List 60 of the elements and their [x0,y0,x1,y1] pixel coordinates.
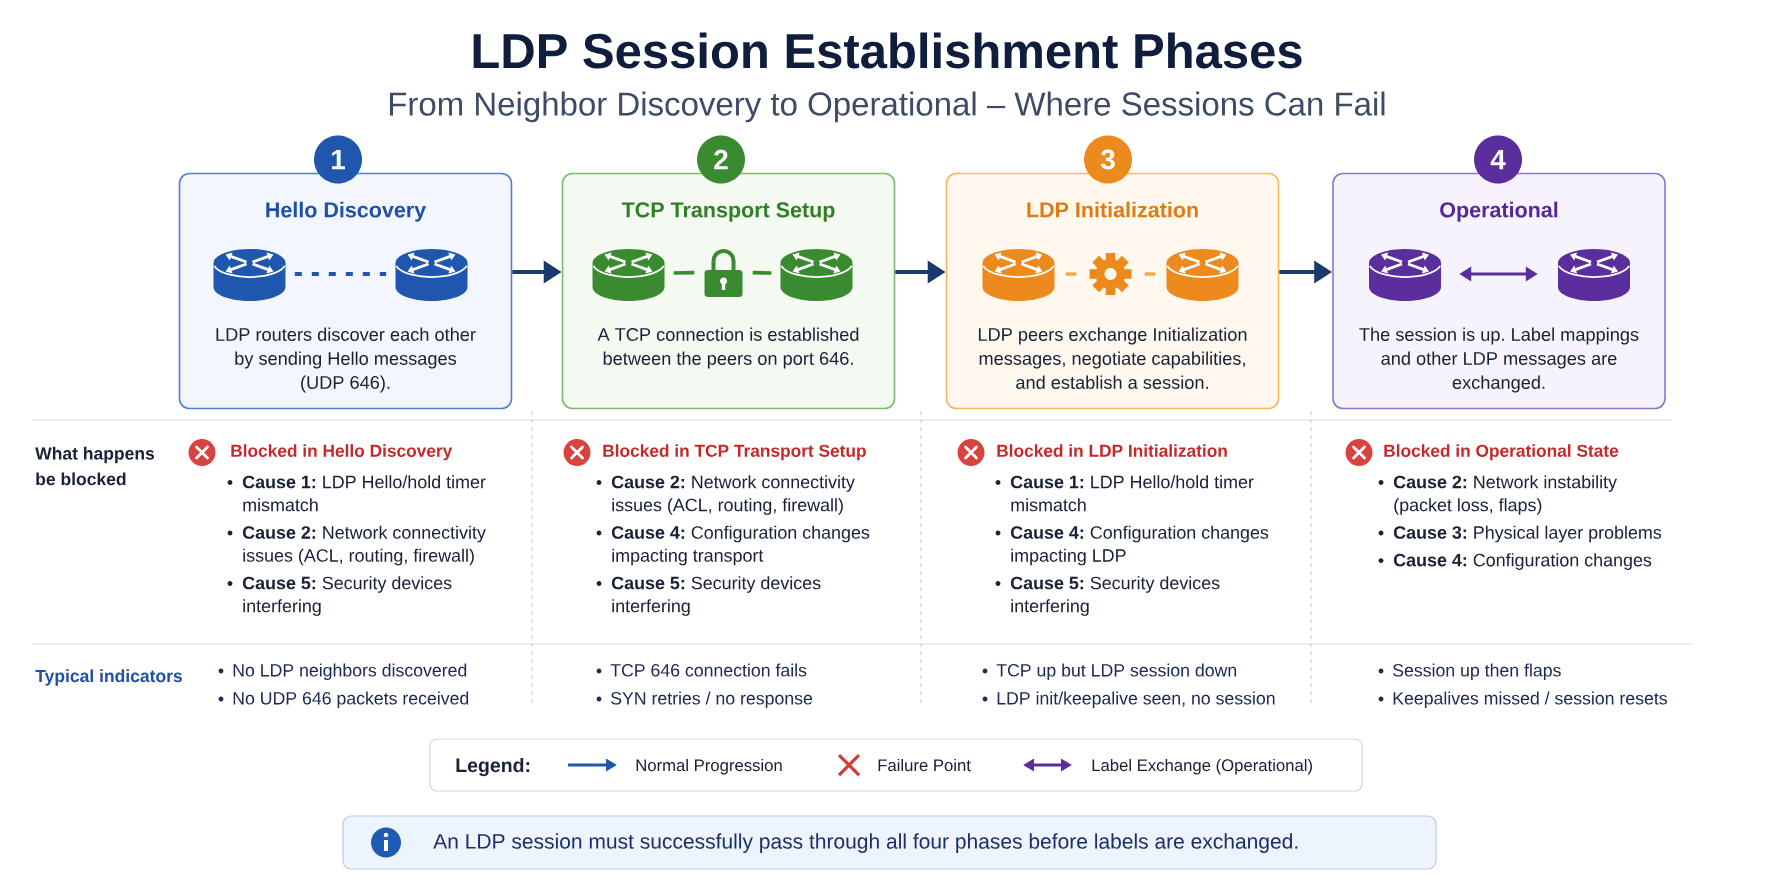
indicator-item: TCP up but LDP session down [996,663,1237,681]
dashed-line [294,272,387,276]
phase-title: Hello Discovery [266,201,426,222]
cause-item: Cause 1: LDP Hello/hold timer mismatch [242,475,486,512]
connector-line [1144,272,1156,276]
failure-heading: Blocked in TCP Transport Setup [603,444,866,461]
cause-item: Cause 1: LDP Hello/hold timer mismatch [1010,475,1254,512]
phase-description: A TCP connection is established between the peers on port 646. [597,327,859,369]
number-badge: 2 [697,135,745,184]
router-icon [982,249,1055,301]
cause-item: Cause 5: Security devices interfering [1010,576,1220,616]
router-icon [395,249,468,301]
subtitle: From Neighbor Discovery to Operational – Where Sessions Can Fail [389,91,1385,123]
legend-label: Label Exchange (Operational) [1092,758,1312,775]
legend-label: Failure Point [878,758,971,772]
phase-title: TCP Transport Setup [621,202,835,222]
phase-description: The session is up. Label mappings and other LDP messages are exchanged. [1359,327,1639,393]
indicator-item: TCP 646 connection fails [610,663,807,677]
router-icon [1368,249,1442,301]
indicator-item: Session up then flaps [1393,663,1561,681]
legend-label: Normal Progression [636,758,782,775]
router-icon [780,249,853,301]
cause-item: Cause 2: Network connectivity issues (ACL, routing, firewall) [242,525,486,566]
title: LDP Session Establishment Phases [473,32,1302,69]
router-icon [213,249,286,301]
cause-item: Cause 2: Network connectivity issues (ACL, routing, firewall) [611,475,855,515]
row-label: Typical indicators [35,669,182,686]
connector-line [673,270,695,275]
phase-title: Operational [1440,201,1558,222]
cause-item: Cause 2: Network instability (packet loss, flaps) [1393,475,1617,515]
failure-heading: Blocked in Operational State [1384,444,1619,461]
indicator-item: LDP init/keepalive seen, no session [997,691,1275,709]
row-label: What happens be blocked [35,446,155,486]
connector-line [1065,272,1077,276]
cause-item: Cause 4: Configuration changes impacting transport [611,525,870,566]
phase-title: LDP Initialization [1027,201,1198,218]
cause-item: Cause 5: Security devices interfering [611,576,821,616]
router-icon [1166,249,1239,301]
cause-item: Cause 4: Configuration changes impacting LDP [1010,525,1269,566]
lock-icon [704,249,743,297]
indicator-item: Keepalives missed / session resets [1393,691,1667,709]
number-badge: 1 [314,135,362,184]
cause-item: Cause 5: Security devices interfering [242,576,452,616]
phase-description: LDP peers exchange Initialization messages, negotiate capabilities, and establish a session. [978,327,1247,389]
number-badge: 4 [1474,135,1522,184]
indicator-item: No UDP 646 packets received [233,691,469,709]
indicator-item: No LDP neighbors discovered [233,663,467,681]
phase-description: LDP routers discover each other by sending Hello messages (UDP 646). [216,327,476,393]
gear-icon [1089,253,1132,295]
cause-item: Cause 4: Configuration changes [1393,553,1652,570]
failure-heading: Blocked in Hello Discovery [231,444,453,461]
number-badge: 3 [1084,135,1132,184]
router-icon [592,249,665,301]
router-icon [1557,249,1631,301]
cause-item: Cause 3: Physical layer problems [1393,525,1662,543]
failure-heading: Blocked in LDP Initialization [997,444,1227,457]
connector-line [752,270,772,275]
indicator-item: SYN retries / no response [611,691,813,709]
note-box: An LDP session must successfully pass through all four phases before labels are exchanged. [342,815,1437,870]
legend-title: Legend: [456,757,530,777]
